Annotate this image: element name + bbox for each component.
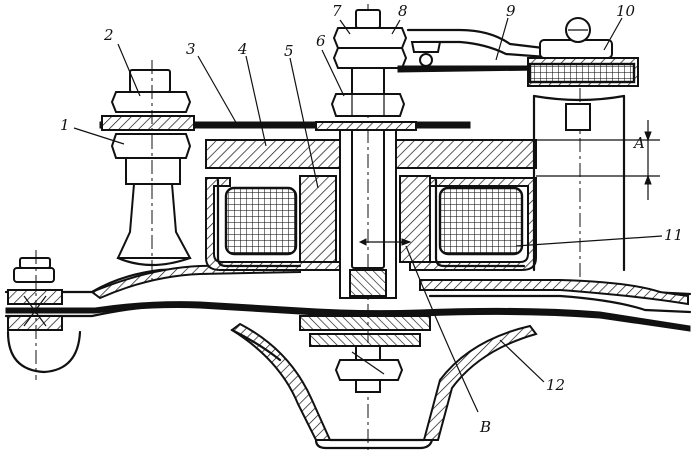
lower-washer [309,333,421,347]
callout-3: 3 [186,40,196,58]
dimension-marks [358,120,660,413]
callout-11: 11 [664,226,683,244]
pole-piece-right [399,175,431,263]
central-bolt [315,4,417,450]
dimension-a-label: A [632,134,645,152]
nut-6 [330,93,406,117]
callout-labels: 1 2 3 4 5 6 7 8 9 10 11 12 A B [60,2,683,436]
callout-6: 6 [316,32,326,50]
resonator-right [422,324,538,441]
housing-shell-left [89,262,301,300]
callout-10: 10 [616,2,636,20]
callout-2: 2 [103,26,114,44]
housing-base [4,262,692,450]
mounting-bolt-left [6,250,82,380]
callout-7: 7 [332,2,342,20]
leader-lines [73,17,663,383]
callout-9: 9 [506,2,516,20]
callout-8: 8 [398,2,408,20]
nut-2 [110,91,192,113]
pole-piece-left [299,175,337,263]
dimension-b-label: B [479,418,491,436]
coil-right [438,186,524,256]
magnet-core [205,139,537,271]
yoke-left [205,177,341,271]
adjusting-screw-left [101,60,195,280]
armature-plate [299,315,431,331]
nut-8 [332,47,408,69]
callout-1: 1 [60,116,70,134]
callout-12: 12 [546,376,565,394]
coil-left [224,186,298,256]
nut-1 [110,133,192,159]
callout-5: 5 [284,42,294,60]
nut-bottom [334,359,404,381]
housing-shell-right [419,279,689,306]
nut-7 [332,27,408,49]
diaphragm [5,301,691,332]
contact-assembly [397,17,639,280]
callout-4: 4 [237,40,248,58]
